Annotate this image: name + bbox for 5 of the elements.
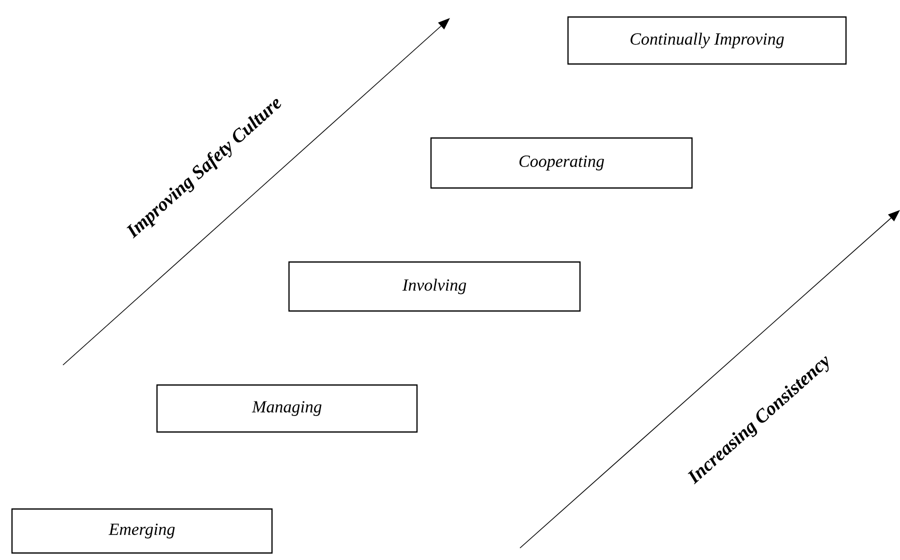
stage-box: Involving xyxy=(288,261,581,312)
stage-box: Cooperating xyxy=(430,137,693,189)
stage-box: Emerging xyxy=(11,508,273,554)
stage-box: Continually Improving xyxy=(567,16,847,65)
stage-box: Managing xyxy=(156,384,418,433)
